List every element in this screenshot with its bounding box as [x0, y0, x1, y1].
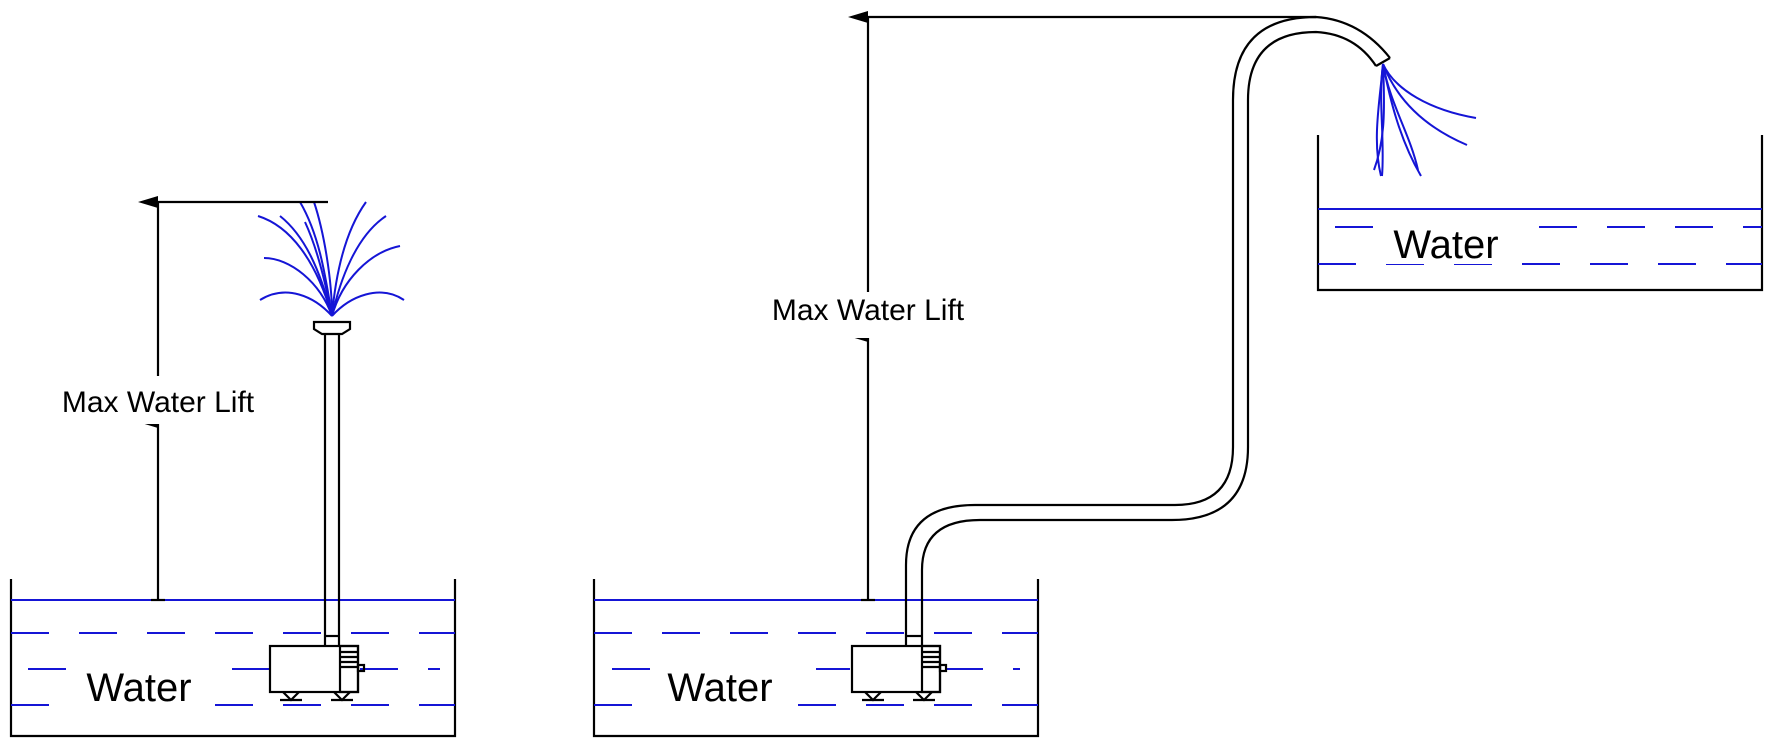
- right-pump: [850, 644, 948, 702]
- left-water-label: Water: [86, 666, 191, 710]
- lower-tank: [592, 579, 1040, 738]
- right-max-water-lift-label: Max Water Lift: [772, 294, 965, 327]
- upper-water-lines: [1318, 208, 1762, 265]
- fountain-spray: [257, 201, 405, 317]
- left-nozzle: [312, 320, 352, 336]
- left-tank: [9, 579, 457, 738]
- transfer-hose: [904, 15, 1391, 646]
- left-dimension: [138, 196, 328, 602]
- left-riser-pipe: [323, 334, 341, 646]
- upper-tank: [1316, 135, 1764, 292]
- lower-water-label: Water: [667, 666, 772, 710]
- right-transfer-setup: [592, 11, 1764, 738]
- right-dimension: [848, 11, 1316, 602]
- left-max-water-lift-label: Max Water Lift: [62, 386, 255, 419]
- left-fountain-setup: [9, 196, 457, 738]
- outflow-spray: [1373, 63, 1477, 177]
- upper-water-label: Water: [1393, 223, 1498, 267]
- left-pump: [268, 644, 366, 702]
